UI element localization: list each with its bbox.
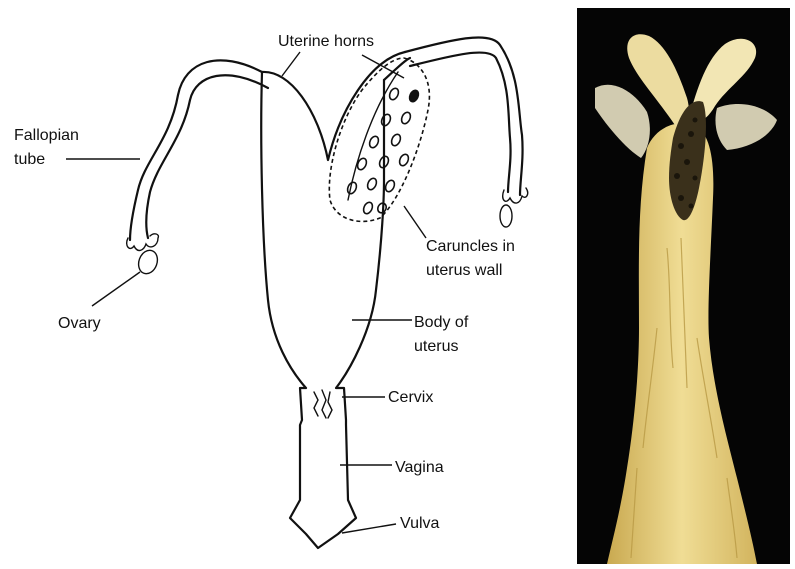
label-fallopian-line1: Fallopian xyxy=(14,127,79,144)
right-fimbriae xyxy=(503,188,528,203)
left-fimbriae xyxy=(127,234,159,251)
label-cervix: Cervix xyxy=(388,389,433,406)
specimen-illustration xyxy=(577,8,790,564)
label-fallopian-line2: tube xyxy=(14,151,45,168)
leader-uterine-horns-left xyxy=(282,52,300,76)
specimen-photo xyxy=(577,8,790,564)
caruncle-cutaway xyxy=(329,58,429,221)
leader-caruncles xyxy=(404,206,426,238)
right-fallopian-tube xyxy=(405,37,523,195)
right-ovary xyxy=(500,205,512,227)
label-body-line2: uterus xyxy=(414,338,458,355)
label-caruncles-line1: Caruncles in xyxy=(426,238,515,255)
specimen-left-membrane xyxy=(595,85,650,158)
cervix-folds xyxy=(314,390,332,418)
label-ovary: Ovary xyxy=(58,315,101,332)
reproductive-tract-diagram: Uterine horns Fallopian tube Ovary Carun… xyxy=(0,0,575,565)
label-vagina: Vagina xyxy=(395,459,444,476)
label-caruncles-line2: uterus wall xyxy=(426,262,502,279)
uterus-outline xyxy=(261,72,384,548)
label-uterine-horns: Uterine horns xyxy=(278,33,374,50)
label-body-line1: Body of xyxy=(414,314,469,331)
leader-ovary xyxy=(92,272,140,306)
leader-vulva xyxy=(342,524,396,533)
label-vulva: Vulva xyxy=(400,515,440,532)
specimen-right-membrane xyxy=(715,104,777,150)
